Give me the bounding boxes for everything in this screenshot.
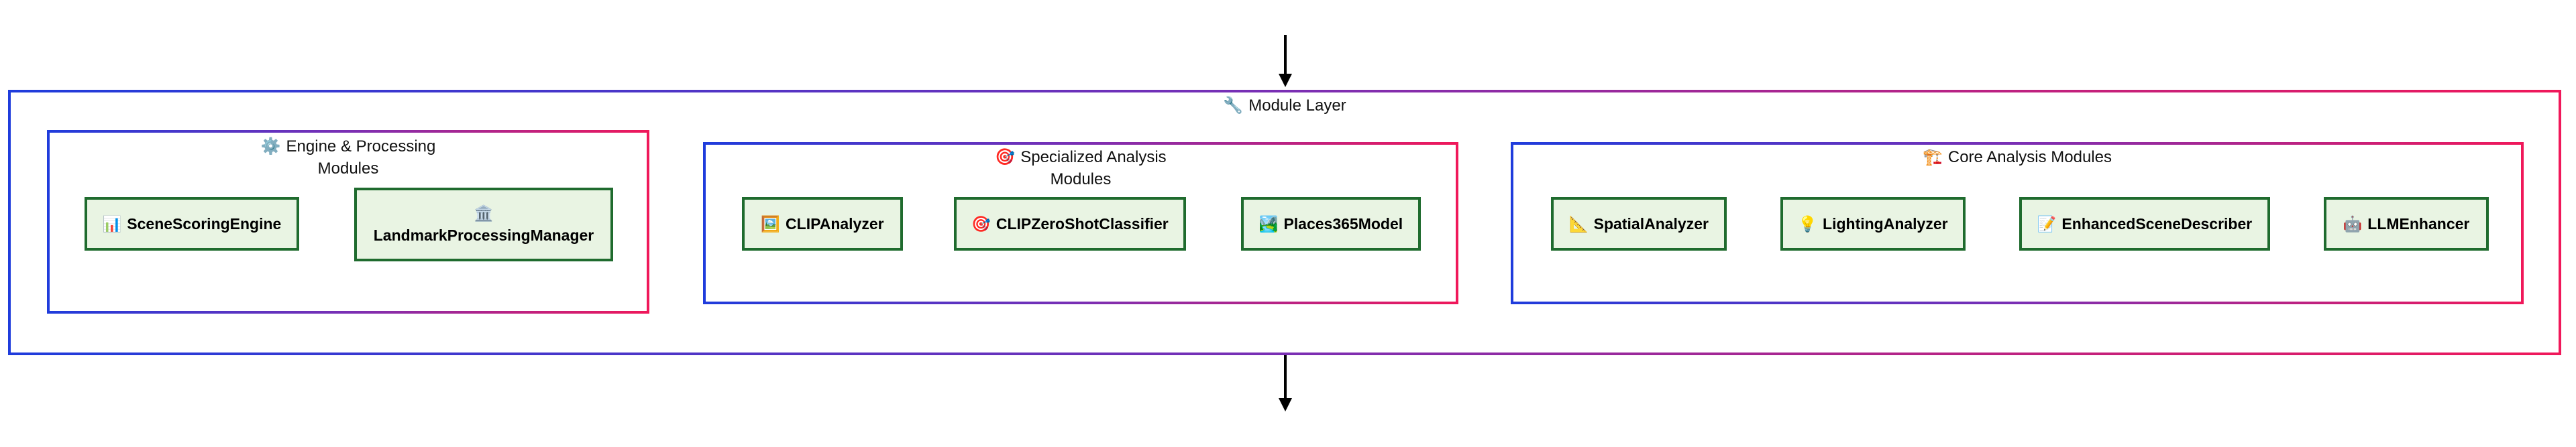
module-label: CLIPZeroShotClassifier — [996, 214, 1169, 233]
gear-icon: ⚙️ — [260, 137, 281, 155]
classical-building-icon: 🏛️ — [474, 205, 494, 222]
target-icon: 🎯 — [995, 147, 1016, 166]
landscape-icon: 🏞️ — [1258, 215, 1279, 233]
framed-picture-icon: 🖼️ — [761, 215, 781, 233]
module-clip-analyzer[interactable]: 🖼️ CLIPAnalyzer — [742, 197, 903, 251]
core-analysis-group-title: 🏗️Core Analysis Modules — [1513, 146, 2521, 168]
group-title-line2: Modules — [1050, 170, 1112, 188]
incoming-arrow-line — [1284, 35, 1287, 74]
module-enhanced-scene-describer[interactable]: 📝EnhancedSceneDescriber — [2019, 197, 2270, 251]
bar-chart-icon: 📊 — [102, 215, 122, 233]
module-clip-zero-shot-classifier[interactable]: 🎯 CLIPZeroShotClassifier — [954, 197, 1186, 251]
engine-processing-group-title: ⚙️ Engine & Processing — [50, 135, 647, 157]
incoming-arrow-head — [1279, 74, 1292, 87]
group-title-line1: Core Analysis Modules — [1947, 148, 2112, 166]
module-label: Places365Model — [1283, 214, 1403, 233]
group-title-line1: Engine & Processing — [286, 137, 436, 155]
light-bulb-icon: 💡 — [1798, 215, 1818, 233]
module-label: LLMEnhancer — [2367, 214, 2470, 233]
module-label: CLIPAnalyzer — [786, 214, 884, 233]
target-icon: 🎯 — [971, 215, 991, 233]
group-title-line1: Specialized Analysis — [1020, 148, 1167, 166]
specialized-analysis-group: 🎯Specialized Analysis Modules 🖼️CLIPAnal… — [703, 142, 1458, 304]
module-label: SceneScoringEngine — [127, 214, 282, 233]
wrench-icon: 🔧 — [1223, 96, 1244, 115]
module-spatial-analyzer[interactable]: 📐SpatialAnalyzer — [1551, 197, 1727, 251]
module-lighting-analyzer[interactable]: 💡 LightingAnalyzer — [1780, 197, 1966, 251]
specialized-analysis-group-title: 🎯Specialized Analysis — [706, 146, 1456, 168]
core-analysis-group: 🏗️Core Analysis Modules 📐SpatialAnalyzer… — [1511, 142, 2524, 304]
memo-icon: 📝 — [2037, 215, 2057, 233]
module-scene-scoring-engine[interactable]: 📊 SceneScoringEngine — [85, 197, 299, 251]
construction-icon: 🏗️ — [1922, 147, 1943, 166]
robot-icon: 🤖 — [2343, 215, 2363, 233]
group-title-line2: Modules — [317, 159, 379, 178]
module-label: SpatialAnalyzer — [1593, 214, 1709, 233]
module-llm-enhancer[interactable]: 🤖LLMEnhancer — [2324, 197, 2489, 251]
engine-processing-group: ⚙️ Engine & Processing Modules 📊 SceneScor… — [47, 130, 649, 314]
module-landmark-processing-manager[interactable]: 🏛️ LandmarkProcessingManager — [354, 188, 613, 261]
triangular-ruler-icon: 📐 — [1569, 215, 1589, 233]
module-layer-title-text: Module Layer — [1248, 97, 1346, 115]
module-label: EnhancedSceneDescriber — [2061, 214, 2253, 233]
module-places365-model[interactable]: 🏞️Places365Model — [1241, 197, 1421, 251]
outgoing-arrow-line — [1284, 355, 1287, 398]
module-label: LightingAnalyzer — [1823, 214, 1948, 233]
module-layer-title: 🔧Module Layer — [11, 94, 2559, 117]
outgoing-arrow-head — [1279, 398, 1292, 411]
module-label: LandmarkProcessingManager — [373, 227, 594, 244]
